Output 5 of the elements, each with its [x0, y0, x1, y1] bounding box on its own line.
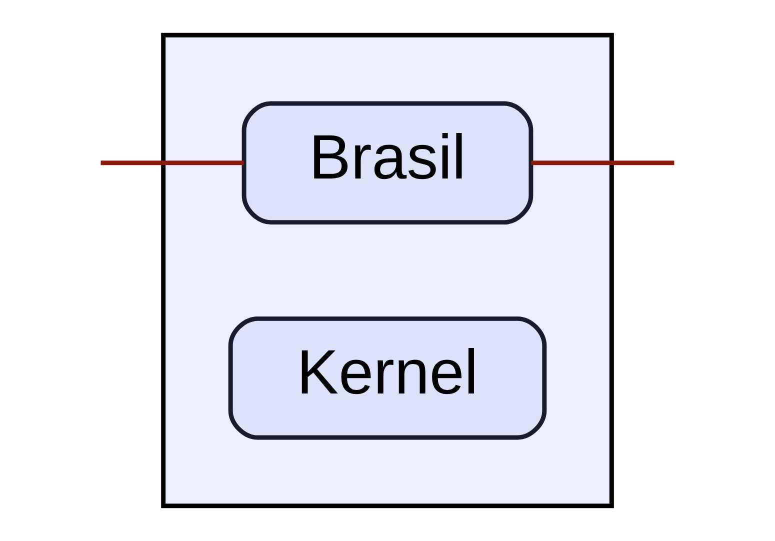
connector: [531, 160, 674, 166]
node-box: Brasil: [242, 101, 534, 225]
node-box: Kernel: [228, 316, 547, 440]
cluster: [161, 32, 614, 508]
connector: [100, 160, 244, 166]
